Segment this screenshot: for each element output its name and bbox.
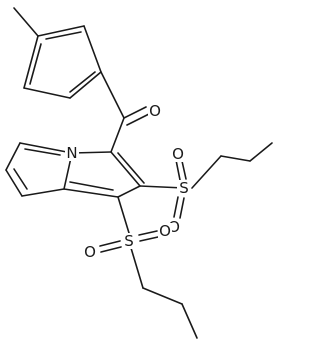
sulfonyl-oxygen-bond <box>139 236 159 242</box>
sulfonyl-group-lower <box>99 196 198 339</box>
tolyl-ring-bond <box>23 87 71 99</box>
propyl-bond <box>130 247 144 289</box>
oxygen-label: O <box>168 218 180 236</box>
propyl-bond <box>181 303 198 339</box>
methyl-bond <box>13 7 39 37</box>
sulfonyl-group-upper <box>139 142 273 219</box>
pyrrole-bond <box>110 151 141 187</box>
pyridine-double-bond <box>24 148 61 156</box>
sulfonyl-oxygen-bond <box>100 246 122 253</box>
structure-diagram: O N S O O S O O <box>5 7 273 339</box>
sulfonyl-oxygen-bond <box>138 230 158 236</box>
propyl-bond <box>142 287 183 305</box>
aryl-carbonyl-bond <box>100 71 125 119</box>
oxygen-label: O <box>159 222 171 240</box>
c2-sulfur-bond <box>139 185 185 189</box>
molecule-drawing: O N S O O S O O <box>5 7 273 339</box>
tolyl-ring-double-bond <box>29 43 42 85</box>
sulfonyl-oxygen-bond <box>181 160 187 180</box>
tolyl-ring-bond <box>23 35 39 89</box>
atom-labels: O N S O O S O O <box>65 102 191 261</box>
tolyl-ring-bond <box>69 71 102 99</box>
sulfonyl-oxygen-bond <box>179 197 185 219</box>
pyrrole-bond <box>63 188 119 198</box>
pyrrole-bond <box>117 185 141 198</box>
oxygen-label: O <box>84 243 96 261</box>
propyl-bond <box>191 155 222 189</box>
nitrogen-label: N <box>66 144 77 162</box>
pyridine-bond <box>21 188 65 197</box>
pyridine-bond <box>5 169 23 197</box>
oxygen-label: O <box>149 102 161 120</box>
oxygen-label: O <box>172 145 184 163</box>
sulfur-label: S <box>124 232 134 250</box>
carbonyl-double-bond <box>126 113 150 126</box>
pyridine-bond <box>19 142 73 154</box>
carbonyl-double-bond <box>123 106 147 119</box>
carbonyl-group <box>100 71 150 153</box>
carbonyl-indolizine-bond <box>110 117 125 153</box>
sulfonyl-oxygen-bond <box>173 196 179 218</box>
pyridine-double-bond <box>13 168 28 190</box>
pyrrole-double-bond <box>69 181 114 191</box>
sulfur-label: S <box>179 179 189 197</box>
tolyl-ring-double-bond <box>69 71 96 93</box>
propyl-bond <box>249 142 273 162</box>
sulfonyl-oxygen-bond <box>175 159 181 181</box>
tolyl-ring-double-bond <box>45 31 82 40</box>
c1-sulfur-bond <box>117 196 130 234</box>
tolyl-group <box>13 7 102 99</box>
propyl-bond <box>220 155 251 162</box>
sulfonyl-oxygen-bond <box>99 240 121 247</box>
pyridine-bond <box>5 142 21 171</box>
tolyl-ring-bond <box>83 25 102 73</box>
tolyl-ring-bond <box>37 25 85 37</box>
pyrrole-double-bond <box>117 152 145 184</box>
